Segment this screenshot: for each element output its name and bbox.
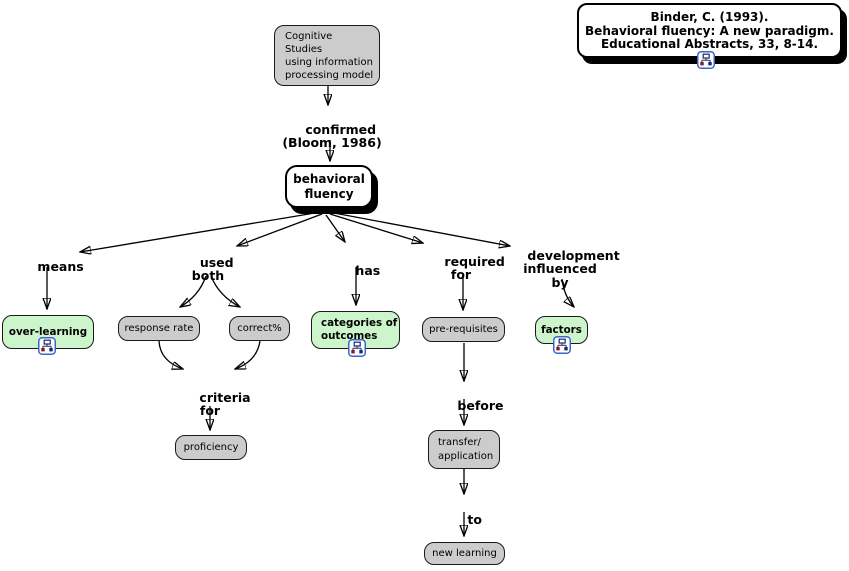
linking-phrase-to[interactable]: to (450, 499, 482, 540)
edge-used-both-to-correct-pct (210, 275, 240, 307)
concept-map-resource-icon[interactable] (553, 336, 571, 354)
concept-cognitive-studies[interactable]: Cognitive Studies using information proc… (274, 25, 380, 86)
concept-map-resource-icon[interactable] (697, 51, 715, 69)
edge-correct-pct-to-criteria (235, 340, 261, 369)
concept-label: categories of outcomes (321, 317, 398, 342)
linking-phrase-label: before (457, 397, 504, 413)
concept-pre-requisites[interactable]: pre-requisites (422, 317, 505, 342)
linking-phrase-label: development influenced by (523, 247, 620, 290)
linking-phrase-required-for[interactable]: required for (427, 241, 504, 295)
citation-text: Binder, C. (1993). Behavioral fluency: A… (585, 10, 834, 51)
concept-transfer-application[interactable]: transfer/ application (428, 430, 500, 469)
linking-phrase-has[interactable]: has (338, 250, 380, 291)
concept-behavioral-fluency[interactable]: behavioral fluency (285, 165, 373, 208)
resource-icon-glyph (348, 339, 366, 357)
concept-categories-of-outcomes[interactable]: categories of outcomes (311, 311, 400, 349)
edge-behavioral-to-development (333, 212, 510, 246)
linking-phrase-label: has (355, 262, 381, 278)
linking-phrase-development-influenced-by[interactable]: development influenced by (510, 235, 619, 303)
edge-used-both-to-response-rate (180, 275, 207, 307)
linking-phrase-label: to (467, 511, 482, 527)
edge-development-to-factors (561, 278, 574, 307)
linking-phrase-means[interactable]: means (20, 246, 83, 287)
concept-map-resource-icon[interactable] (348, 339, 366, 357)
concept-proficiency[interactable]: proficiency (175, 435, 247, 460)
linking-phrase-label: required for (444, 253, 505, 282)
resource-icon-glyph (697, 51, 715, 69)
linking-phrase-label: used both (191, 254, 234, 283)
edge-behavioral-to-required-for (329, 213, 423, 243)
linking-phrase-label: criteria for (199, 389, 251, 418)
edge-behavioral-to-used-both (237, 213, 323, 246)
linking-phrase-before[interactable]: before (440, 385, 503, 426)
concept-correct-percent[interactable]: correct% (229, 316, 290, 341)
linking-phrase-confirmed[interactable]: confirmed (Bloom, 1986) (278, 109, 386, 163)
edge-response-rate-to-criteria (158, 340, 183, 369)
concept-map-resource-icon[interactable] (38, 337, 56, 355)
concept-label: proficiency (183, 442, 239, 453)
resource-icon-glyph (553, 336, 571, 354)
linking-phrase-criteria-for[interactable]: criteria for (182, 377, 250, 431)
concept-label: Cognitive Studies using information proc… (285, 30, 374, 81)
concept-label: response rate (124, 323, 194, 334)
concept-factors[interactable]: factors (535, 316, 588, 344)
edge-behavioral-to-means (80, 211, 322, 252)
linking-phrase-used-both[interactable]: used both (181, 242, 235, 296)
concept-label: behavioral fluency (293, 171, 365, 201)
concept-over-learning[interactable]: over-learning (2, 315, 94, 349)
concept-label: transfer/ application (438, 436, 494, 462)
concept-response-rate[interactable]: response rate (118, 316, 200, 341)
concept-new-learning[interactable]: new learning (424, 542, 505, 565)
resource-icon-glyph (38, 337, 56, 355)
linking-phrase-label: means (37, 258, 84, 274)
concept-label: new learning (432, 548, 497, 559)
linking-phrase-label: confirmed (Bloom, 1986) (282, 121, 382, 150)
citation-note[interactable]: Binder, C. (1993). Behavioral fluency: A… (577, 3, 842, 58)
concept-label: factors (541, 323, 582, 336)
concept-label: pre-requisites (429, 324, 498, 335)
edge-behavioral-to-has (325, 214, 345, 242)
concept-label: over-learning (8, 325, 88, 338)
concept-label: correct% (237, 323, 282, 334)
